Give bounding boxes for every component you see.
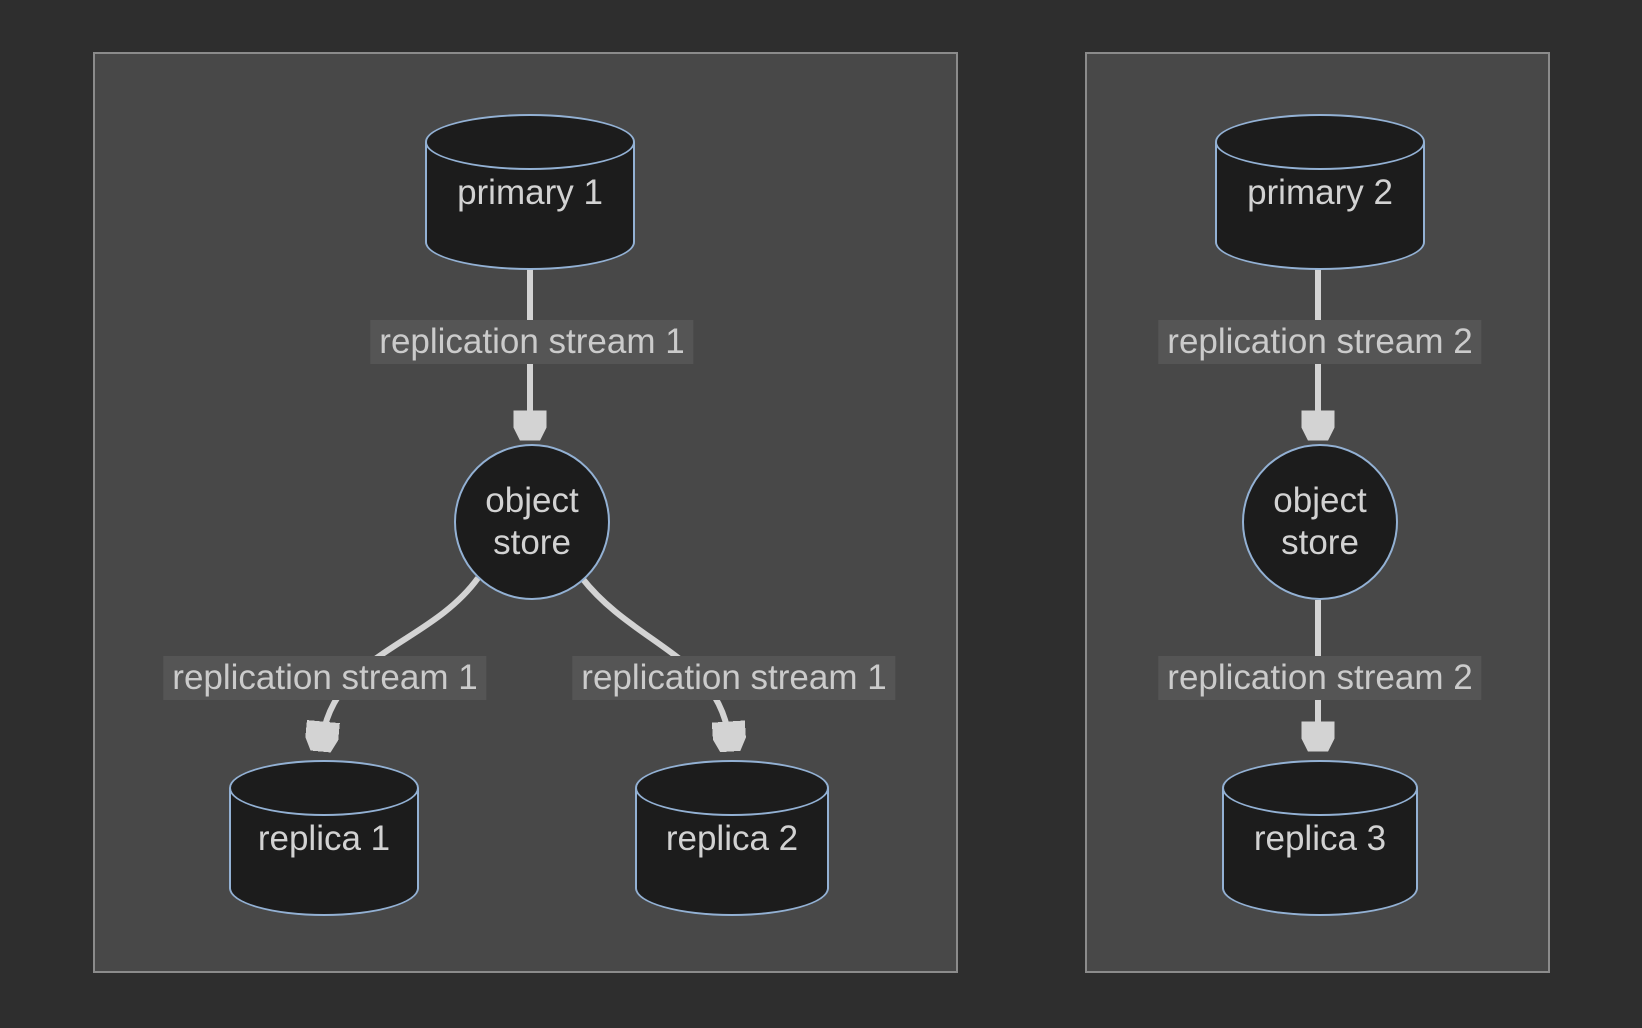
db-node-label: replica 1 — [257, 818, 391, 858]
object-store-node-1: object store — [454, 444, 610, 600]
edge-label-replication-stream-2-bottom: replication stream 2 — [1158, 656, 1482, 700]
db-node-replica-3: replica 3 — [1222, 760, 1418, 916]
object-store-node-2: object store — [1242, 444, 1398, 600]
db-cylinder-lid — [425, 114, 635, 170]
edge-label-replication-stream-1-right: replication stream 1 — [572, 656, 896, 700]
object-store-label: object store — [1273, 481, 1367, 562]
db-node-label: replica 2 — [665, 818, 799, 858]
edge-label-replication-stream-1-left: replication stream 1 — [163, 656, 487, 700]
db-node-replica-1: replica 1 — [229, 760, 419, 916]
db-node-label: replica 3 — [1253, 818, 1387, 858]
object-store-label: object store — [485, 481, 579, 562]
edge-label-replication-stream-2-top: replication stream 2 — [1158, 320, 1482, 364]
db-node-label: primary 2 — [1247, 172, 1393, 212]
db-node-primary-2: primary 2 — [1215, 114, 1425, 270]
db-cylinder-lid — [1222, 760, 1418, 816]
db-cylinder-side — [635, 788, 829, 916]
db-node-label: primary 1 — [457, 172, 603, 212]
cluster-panel-2: primary 2 replication stream 2 object st… — [1085, 52, 1550, 973]
db-cylinder-lid — [1215, 114, 1425, 170]
db-node-replica-2: replica 2 — [635, 760, 829, 916]
db-node-primary-1: primary 1 — [425, 114, 635, 270]
db-cylinder-lid — [635, 760, 829, 816]
db-cylinder-side — [1222, 788, 1418, 916]
edge-label-replication-stream-1-top: replication stream 1 — [370, 320, 694, 364]
cluster-panel-1: primary 1 replication stream 1 object st… — [93, 52, 958, 973]
db-cylinder-lid — [229, 760, 419, 816]
